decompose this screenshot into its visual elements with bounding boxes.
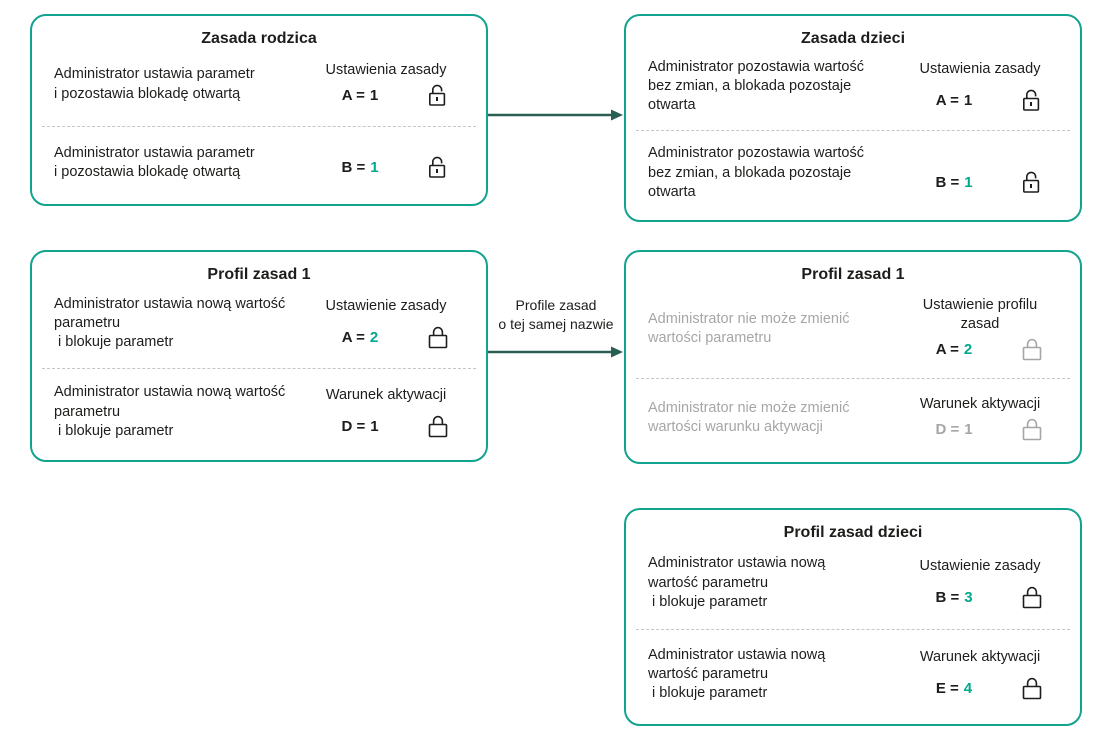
parameter-value: D = 1	[308, 418, 412, 435]
column-label: Ustawienie profilu zasad	[922, 297, 1038, 332]
parameter-name: D =	[341, 417, 366, 435]
parameter-name: A =	[341, 329, 365, 347]
parameter-number: 1	[963, 92, 973, 110]
parameter-number: 1	[964, 420, 973, 438]
parameter-name: B =	[935, 588, 960, 606]
inherited-policy-profile-1-box: Profil zasad 1 Administrator nie może zm…	[624, 250, 1082, 464]
column-label	[902, 152, 1058, 155]
parameter-number: 1	[370, 158, 379, 176]
parameter-number: 3	[964, 588, 973, 606]
setting-row: Administrator ustawia nową wartość param…	[648, 544, 1058, 623]
box-title: Zasada rodzica	[201, 30, 317, 47]
parameter-value: B = 1	[902, 174, 1006, 191]
parameter-name: D =	[935, 420, 960, 438]
row-description: Administrator nie może zmienić wartości …	[648, 310, 850, 346]
parameter-number: 1	[370, 417, 379, 435]
parameter-name: B =	[341, 158, 366, 176]
row-description: Administrator ustawia nową wartość param…	[648, 646, 826, 702]
parameter-name: A =	[341, 87, 365, 105]
setting-row: Administrator ustawia nową wartość param…	[54, 286, 464, 362]
row-description: Administrator ustawia parametr i pozosta…	[54, 144, 255, 181]
parameter-value: A = 2	[902, 341, 1006, 358]
open-lock-icon	[412, 155, 464, 180]
parameter-number: 2	[963, 340, 973, 358]
parent-to-child-arrow	[488, 109, 623, 121]
parameter-name: B =	[935, 173, 960, 191]
row-divider	[42, 125, 476, 127]
column-label: Warunek aktywacji	[325, 386, 447, 403]
profile-to-profile-arrow	[488, 346, 623, 358]
column-label: Warunek aktywacji	[919, 649, 1041, 666]
parameter-name: A =	[935, 340, 959, 358]
box-title: Zasada dzieci	[800, 30, 906, 47]
open-lock-icon	[1006, 170, 1058, 195]
parameter-number: 4	[963, 680, 973, 698]
open-lock-icon	[412, 83, 464, 108]
parameter-name: A =	[935, 92, 959, 110]
setting-row: Administrator pozostawia wartość bez zmi…	[648, 137, 1058, 211]
row-description: Administrator ustawia nową wartość param…	[54, 384, 286, 439]
parameter-number: 2	[369, 329, 379, 347]
closed-lock-icon	[1006, 417, 1058, 442]
setting-row: Administrator ustawia parametr i pozosta…	[54, 133, 464, 195]
setting-row: Administrator ustawia parametr i pozosta…	[54, 50, 464, 120]
setting-row: Administrator ustawia nową wartość param…	[648, 636, 1058, 715]
row-description: Administrator ustawia nową wartość param…	[54, 295, 286, 351]
parameter-value: A = 2	[308, 329, 412, 346]
closed-lock-icon	[1006, 337, 1058, 362]
setting-row: Administrator nie może zmienić wartości …	[648, 286, 1058, 372]
parameter-value: B = 3	[902, 589, 1006, 606]
row-divider	[636, 377, 1070, 379]
column-label: Warunek aktywacji	[919, 396, 1041, 413]
box-title: Profil zasad 1	[207, 266, 311, 283]
row-divider	[636, 129, 1070, 131]
column-label: Ustawienie zasady	[919, 557, 1041, 574]
closed-lock-icon	[1006, 676, 1058, 701]
parameter-value: D = 1	[902, 421, 1006, 438]
column-label	[308, 147, 464, 150]
row-description: Administrator ustawia parametr i pozosta…	[54, 66, 255, 102]
closed-lock-icon	[412, 325, 464, 350]
parent-policy-box: Zasada rodzica Administrator ustawia par…	[30, 14, 488, 206]
setting-row: Administrator ustawia nową wartość param…	[54, 375, 464, 451]
profiles-arrow-label: Profile zasad o tej samej nazwie	[498, 297, 614, 332]
policy-profile-1-box: Profil zasad 1 Administrator ustawia now…	[30, 250, 488, 462]
parameter-value: A = 1	[308, 87, 412, 104]
setting-row: Administrator pozostawia wartość bez zmi…	[648, 50, 1058, 124]
box-title: Profil zasad dzieci	[783, 524, 923, 541]
closed-lock-icon	[1006, 585, 1058, 610]
parameter-name: E =	[935, 680, 959, 698]
row-description: Administrator nie może zmienić wartości …	[648, 400, 850, 436]
column-label: Ustawienia zasady	[325, 62, 447, 79]
closed-lock-icon	[412, 414, 464, 439]
child-policy-box: Zasada dzieci Administrator pozostawia w…	[624, 14, 1082, 222]
parameter-value: A = 1	[902, 92, 1006, 109]
row-description: Administrator pozostawia wartość bez zmi…	[648, 58, 864, 114]
column-label: Ustawienia zasady	[919, 61, 1041, 78]
row-description: Administrator ustawia nową wartość param…	[648, 555, 826, 610]
parameter-number: 1	[369, 87, 379, 105]
parameter-number: 1	[964, 173, 973, 191]
column-label: Ustawienie zasady	[325, 298, 447, 315]
open-lock-icon	[1006, 88, 1058, 113]
child-policy-profile-box: Profil zasad dzieci Administrator ustawi…	[624, 508, 1082, 726]
parameter-value: B = 1	[308, 159, 412, 176]
box-title: Profil zasad 1	[801, 266, 905, 283]
row-divider	[42, 367, 476, 369]
row-description: Administrator pozostawia wartość bez zmi…	[648, 145, 864, 200]
parameter-value: E = 4	[902, 680, 1006, 697]
setting-row: Administrator nie może zmienić wartości …	[648, 385, 1058, 452]
row-divider	[636, 628, 1070, 630]
